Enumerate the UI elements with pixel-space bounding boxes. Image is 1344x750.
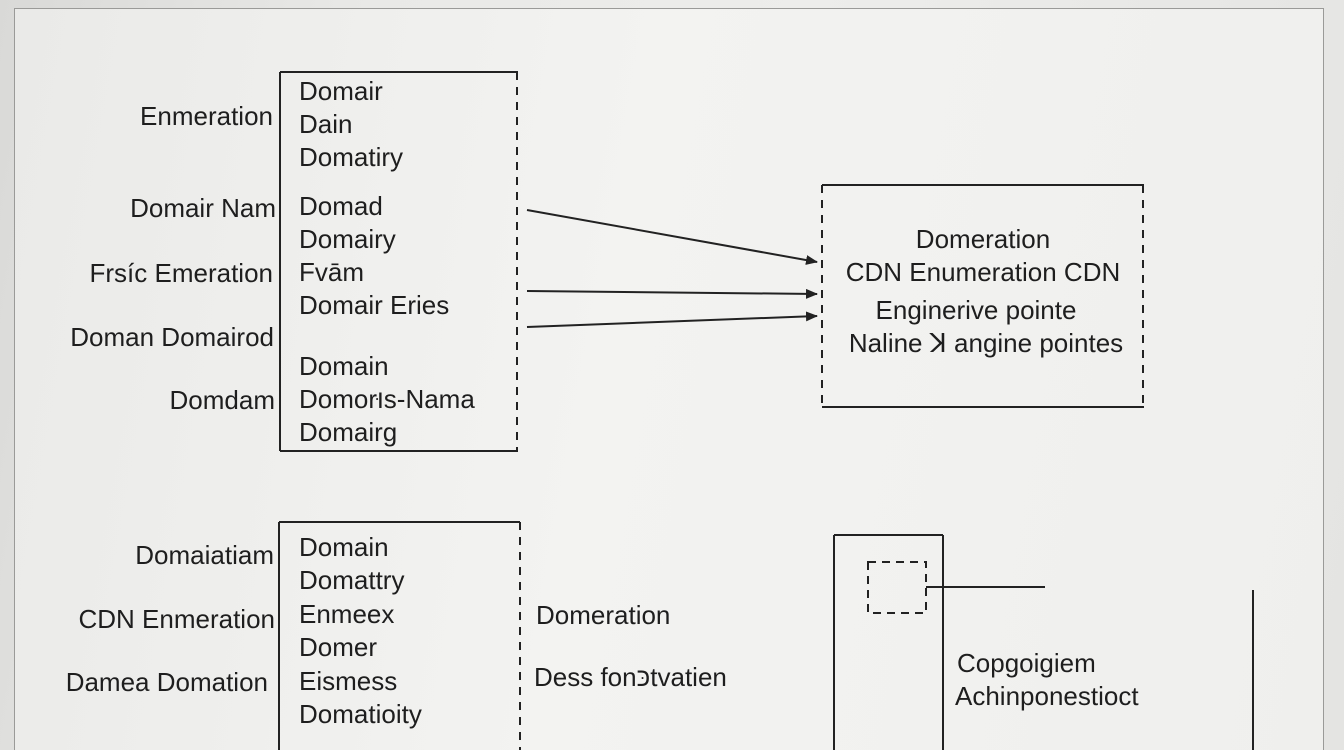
- bottom-box-item: Eismess: [299, 666, 398, 696]
- bottom-box-item: Domattry: [299, 565, 405, 595]
- top-box-item: Domatiry: [299, 142, 404, 172]
- component-label: Copgoigiem: [957, 648, 1096, 678]
- right-box-line: Naline ꓘ angine pointes: [848, 328, 1124, 358]
- bottom-box-item: Enmeex: [299, 599, 395, 629]
- bottom-side-label: Domeration: [536, 600, 671, 630]
- bottom-box-item: Domatioity: [299, 699, 422, 729]
- component-frame: [833, 534, 1254, 750]
- connector-arrow: [526, 311, 818, 328]
- top-box-item: Dain: [299, 109, 353, 139]
- top-box-item: Domair Eries: [299, 290, 450, 320]
- top-outside-label: Frsíc Emeration: [89, 258, 274, 288]
- top-outside-label: Enmeration: [140, 101, 273, 131]
- top-box-item: Domain: [299, 351, 389, 381]
- right-box-frame: [821, 184, 1144, 408]
- top-outside-label: Domdam: [169, 385, 275, 415]
- top-box-item: Domad: [299, 191, 383, 221]
- bottom-box-item: Domain: [299, 532, 389, 562]
- top-box-item: Domair: [299, 76, 383, 106]
- top-box-frame: [279, 71, 518, 452]
- bottom-side-label: Dess fonכּtvatien: [534, 662, 727, 692]
- component-label: Achinponestioct: [955, 681, 1139, 711]
- bottom-outside-label: CDN Enmeration: [78, 604, 275, 634]
- paper-sheet: [14, 8, 1324, 750]
- right-box-line: Enginerive pointe: [875, 295, 1077, 325]
- connector-arrow: [526, 288, 818, 299]
- connector-arrow: [526, 209, 818, 265]
- bottom-outside-label: Domaiatiam: [135, 540, 274, 570]
- bottom-box-frame: [278, 521, 521, 750]
- top-outside-label: Doman Domairod: [70, 322, 274, 352]
- top-box-item: Domairg: [299, 417, 398, 447]
- right-box-line: CDN Enumeration CDN: [845, 257, 1121, 287]
- bottom-outside-label: Damea Domation: [65, 667, 268, 697]
- top-box-item: Fvām: [299, 257, 364, 287]
- right-box-line: Domeration: [915, 224, 1051, 254]
- bottom-box-item: Domer: [299, 632, 378, 662]
- top-box-item: Domairy: [299, 224, 396, 254]
- top-outside-label: Domair Nam: [130, 193, 276, 223]
- top-box-item: Domorוּs-Nama: [299, 384, 475, 414]
